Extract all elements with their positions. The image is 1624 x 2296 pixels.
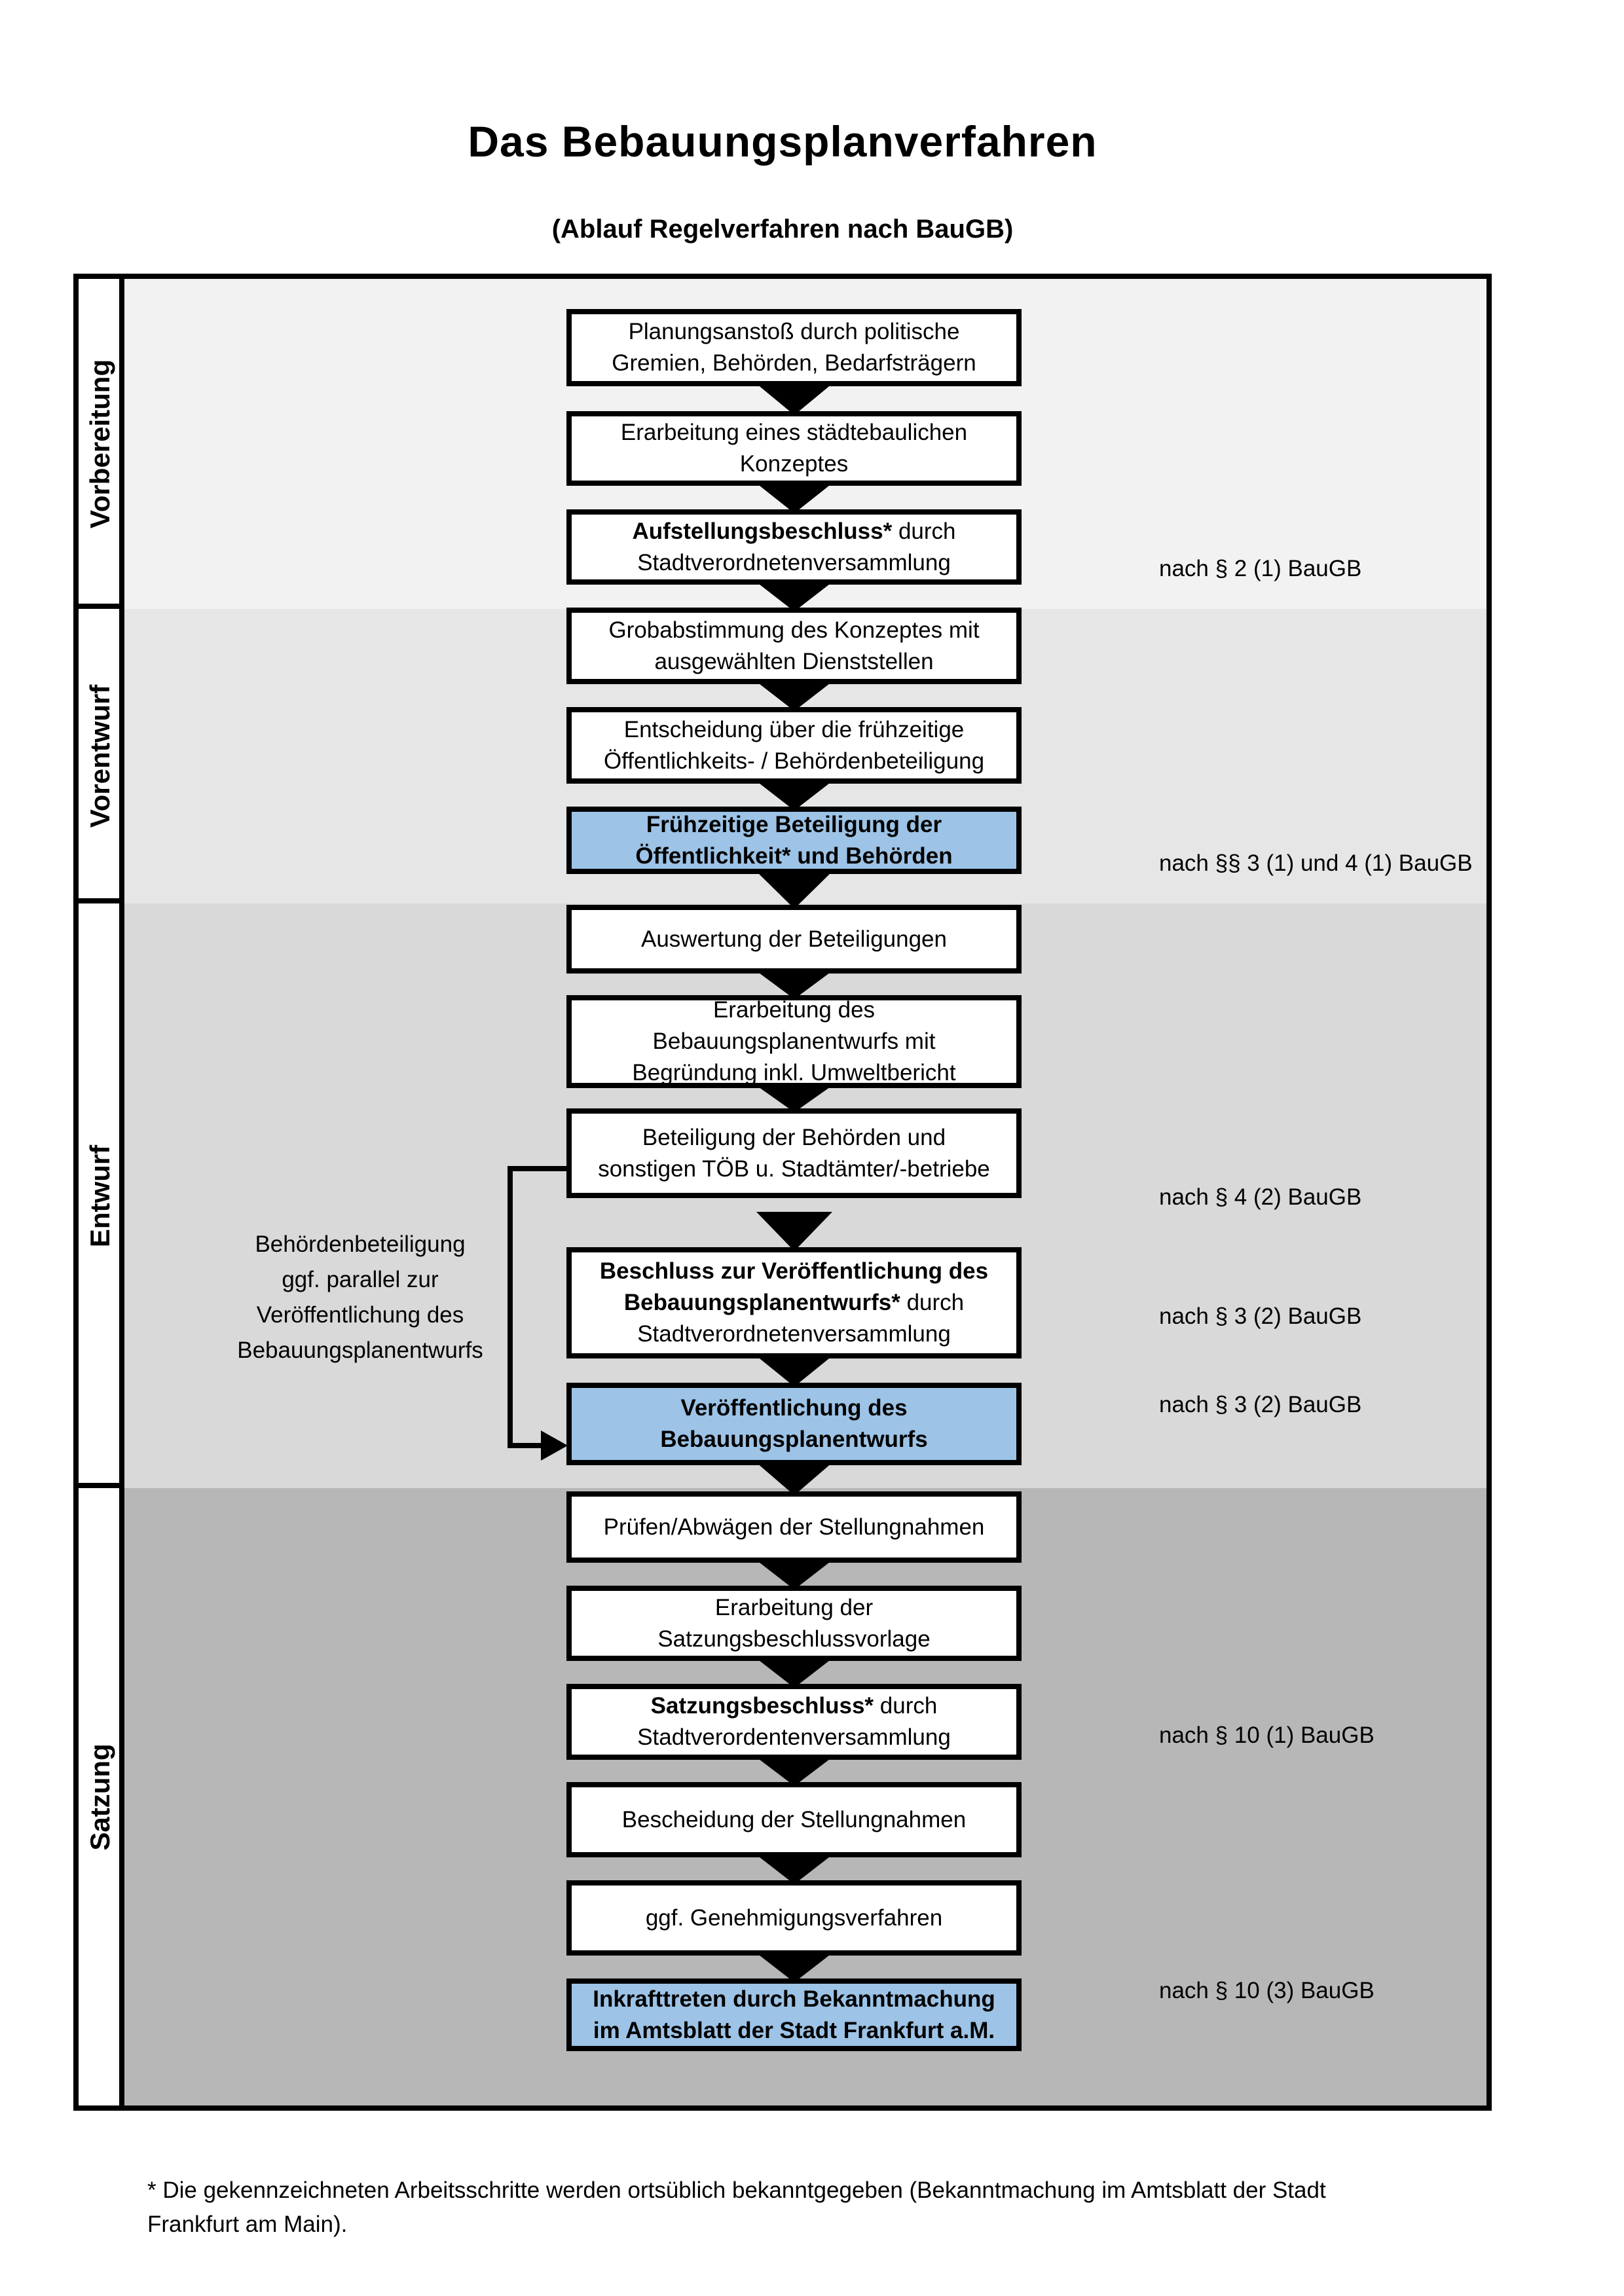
flow-box-line: Frühzeitige Beteiligung der [646, 811, 942, 837]
flow-arrow-down [756, 384, 832, 415]
flow-box-line: Prüfen/Abwägen der Stellungnahmen [603, 1514, 985, 1540]
flow-box-pruefen-abwaegen: Prüfen/Abwägen der Stellungnahmen [566, 1491, 1022, 1563]
legal-reference: nach § 3 (2) BauGB [1159, 1392, 1362, 1417]
flow-box-line: Satzungsbeschlussvorlage [657, 1626, 931, 1652]
flow-box-line: Planungsanstoß durch politische [628, 319, 960, 344]
flow-box-line: sonstigen TÖB u. Stadtämter/-betriebe [598, 1156, 990, 1182]
legal-reference: nach §§ 3 (1) und 4 (1) BauGB [1159, 850, 1473, 876]
flow-arrow-down [756, 483, 832, 513]
flow-box-line: Öffentlichkeits- / Behördenbeteiligung [603, 748, 985, 774]
flow-arrow-down [756, 871, 832, 909]
connector-bottom-h [507, 1443, 544, 1448]
footnote: * Die gekennzeichneten Arbeitsschritte w… [147, 2174, 1506, 2242]
flow-arrow-down [756, 582, 832, 611]
legal-reference: nach § 10 (1) BauGB [1159, 1722, 1375, 1748]
flow-box-beteiligung-behoerden: Beteiligung der Behörden und sonstigen TÖ… [566, 1108, 1022, 1198]
flow-arrow-down [756, 1560, 832, 1590]
sidebar-divider [79, 1483, 124, 1488]
flow-box-line: Grobabstimmung des Konzeptes mit [608, 617, 980, 643]
flow-box-line: Entscheidung über die frühzeitige [623, 716, 965, 742]
section-label-satzung: Satzung [84, 1743, 115, 1851]
flow-box-line: Inkrafttreten durch Bekanntmachung [593, 1986, 995, 2012]
flow-box-line: Bebauungsplanentwurfs mit [652, 1029, 936, 1054]
flow-box-line: Stadtverordentenversammlung [637, 1724, 951, 1750]
connector-vertical [507, 1166, 513, 1448]
flow-box-line: im Amtsblatt der Stadt Frankfurt a.M. [593, 2017, 995, 2043]
flow-box-line: Erarbeitung der [714, 1594, 874, 1620]
sidebar-cell-vorbereitung [79, 279, 124, 609]
section-label-vorbereitung: Vorbereitung [84, 359, 115, 529]
flow-box-bescheidung-stellungnahmen: Bescheidung der Stellungnahmen [566, 1782, 1022, 1857]
flow-box-line: Beschluss zur Veröffentlichung des [599, 1258, 989, 1284]
flow-box-line: Gremien, Behörden, Bedarfsträgern [612, 350, 976, 376]
sidebar-cell-satzung [79, 1488, 124, 2105]
flow-box-genehmigungsverfahren: ggf. Genehmigungsverfahren [566, 1880, 1022, 1956]
sidebar-divider [79, 604, 124, 609]
side-note-line: Behördenbeteiligung [255, 1231, 466, 1257]
flow-arrow-down [756, 1463, 832, 1495]
legal-reference: nach § 10 (3) BauGB [1159, 1978, 1375, 2003]
flow-arrow-down [756, 971, 832, 999]
flow-box-line: Satzungsbeschluss* durch [650, 1693, 938, 1719]
flow-box-auswertung-beteiligungen: Auswertung der Beteiligungen [566, 905, 1022, 974]
connector-arrowhead-icon [541, 1430, 568, 1461]
sidebar-cell-entwurf [79, 903, 124, 1488]
flow-box-line: Konzeptes [739, 451, 849, 477]
section-label-vorentwurf: Vorentwurf [84, 684, 115, 828]
flow-box-line: ausgewählten Dienststellen [654, 648, 934, 674]
side-note-line: Veröffentlichung des [256, 1302, 464, 1328]
flow-box-line: Auswertung der Beteiligungen [641, 926, 947, 952]
flow-box-line: Begründung inkl. Umweltbericht [632, 1060, 956, 1085]
flow-arrow-down [756, 1658, 832, 1688]
flow-arrow-down [756, 1757, 832, 1786]
flow-box-line: Bescheidung der Stellungnahmen [621, 1806, 967, 1832]
legal-reference: nach § 3 (2) BauGB [1159, 1303, 1362, 1329]
flow-box-line: Erarbeitung eines städtebaulichen [620, 420, 968, 445]
sidebar-cell-vorentwurf [79, 609, 124, 903]
flow-arrow-down [756, 682, 832, 711]
footnote-line-1: * Die gekennzeichneten Arbeitsschritte w… [147, 2178, 1326, 2203]
flow-box-line: Stadtverordnetenversammlung [637, 1321, 951, 1347]
legal-reference: nach § 2 (1) BauGB [1159, 556, 1362, 581]
flow-arrow-down [756, 1212, 832, 1251]
section-label-entwurf: Entwurf [84, 1144, 115, 1247]
flow-box-line: Beteiligung der Behörden und [642, 1124, 946, 1150]
side-note-line: ggf. parallel zur [282, 1267, 439, 1292]
page-subtitle: (Ablauf Regelverfahren nach BauGB) [551, 215, 1014, 244]
flow-box-line: Erarbeitung des [712, 997, 876, 1023]
flow-box-line: Aufstellungsbeschluss* durch [632, 518, 956, 544]
flow-box-line: Öffentlichkeit* und Behörden [635, 843, 953, 869]
flow-box-line: ggf. Genehmigungsverfahren [645, 1904, 943, 1931]
flow-box-inkrafttreten: Inkrafttreten durch Bekanntmachung im Amt… [566, 1978, 1022, 2051]
sidebar-divider [79, 898, 124, 903]
legal-reference: nach § 4 (2) BauGB [1159, 1184, 1362, 1210]
flow-arrow-down [756, 1085, 832, 1112]
flow-box-line: Stadtverordnetenversammlung [637, 549, 951, 575]
page-title: Das Bebauungsplanverfahren [468, 117, 1098, 166]
flow-arrow-down [756, 1953, 832, 1982]
side-note-line: Bebauungsplanentwurfs [237, 1338, 483, 1363]
flow-arrow-down [756, 781, 832, 811]
flow-arrow-down [756, 1855, 832, 1884]
flow-box-line: Bebauungsplanentwurfs* durch [623, 1290, 965, 1315]
connector-top-h [507, 1166, 566, 1171]
flow-box-line: Veröffentlichung des [680, 1395, 908, 1421]
flow-box-line: Bebauungsplanentwurfs [660, 1427, 928, 1452]
footnote-line-2: Frankfurt am Main). [147, 2212, 348, 2237]
flow-box-grobabstimmung: Grobabstimmung des Konzeptes mit ausgewäh… [566, 608, 1022, 684]
flow-arrow-down [756, 1356, 832, 1387]
